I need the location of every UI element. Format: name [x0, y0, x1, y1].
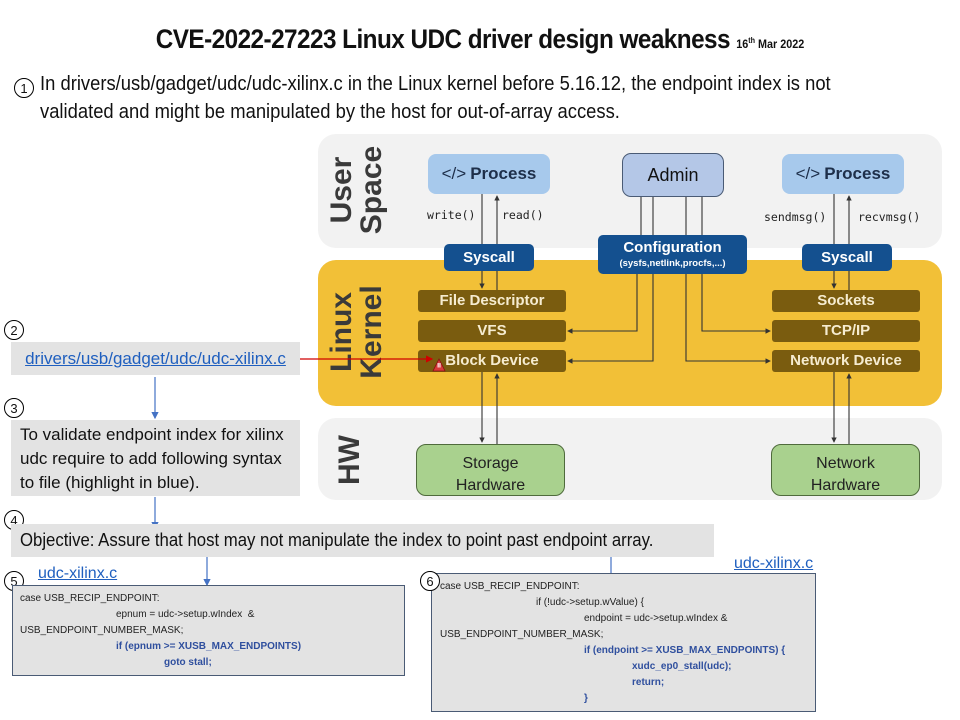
admin-box: Admin [622, 153, 724, 197]
code-line: endpoint = udc->setup.wIndex & [584, 613, 728, 624]
step-6-badge: 6 [420, 571, 440, 591]
write-call: write() [427, 208, 476, 222]
step-3-line1: To validate endpoint index for xilinx [20, 425, 284, 444]
step-1-line-2: validated and might be manipulated by th… [40, 101, 620, 123]
warning-icon [432, 358, 446, 372]
driver-file-link[interactable]: drivers/usb/gadget/udc/udc-xilinx.c [25, 349, 286, 368]
syscall-left: Syscall [444, 244, 534, 271]
code-icon: </> [795, 164, 821, 183]
step-3-box: To validate endpoint index for xilinx ud… [11, 420, 300, 496]
code-line: epnum = udc->setup.wIndex & [116, 609, 255, 620]
process-right-label: Process [824, 164, 891, 183]
user-label-line1: User [325, 156, 358, 224]
code-line: USB_ENDPOINT_NUMBER_MASK; [440, 629, 604, 640]
step-2-badge: 2 [4, 320, 24, 340]
configuration-subtitle: (sysfs,netlink,procfs,...) [619, 258, 726, 269]
configuration-title: Configuration [623, 239, 722, 256]
hw-label: HW [333, 435, 366, 485]
code-line: USB_ENDPOINT_NUMBER_MASK; [20, 625, 184, 636]
tcp-ip-box: TCP/IP [772, 320, 920, 342]
storage-line2: Hardware [455, 477, 526, 494]
step-4-text: Objective: Assure that host may not mani… [20, 530, 654, 550]
process-left-label: Process [470, 164, 537, 183]
recvmsg-call: recvmsg() [858, 210, 921, 224]
code-line: case USB_RECIP_ENDPOINT: [20, 593, 160, 604]
vfs-box: VFS [418, 320, 566, 342]
process-right: </>Process [782, 154, 904, 194]
step-3-line3: to file (highlight in blue). [20, 473, 200, 492]
step-4-box: Objective: Assure that host may not mani… [11, 524, 714, 557]
sockets-box: Sockets [772, 290, 920, 312]
step-5-code-box: case USB_RECIP_ENDPOINT:epnum = udc->set… [12, 585, 405, 676]
step-3-badge: 3 [4, 398, 24, 418]
code-line: if (!udc->setup.wValue) { [536, 597, 644, 608]
code-line: goto stall; [164, 657, 212, 668]
network-device-box: Network Device [772, 350, 920, 372]
storage-hardware-box: Storage Hardware [416, 444, 565, 496]
process-left: </>Process [428, 154, 550, 194]
network-hardware-box: Network Hardware [771, 444, 920, 496]
step-6-file-link[interactable]: udc-xilinx.c [734, 555, 814, 572]
step-1-line-1: In drivers/usb/gadget/udc/udc-xilinx.c i… [40, 73, 831, 95]
step-2-box: drivers/usb/gadget/udc/udc-xilinx.c [11, 342, 300, 375]
code-line: case USB_RECIP_ENDPOINT: [440, 581, 580, 592]
code-line: } [584, 693, 588, 704]
sendmsg-call: sendmsg() [764, 210, 827, 224]
title-text: CVE-2022-27223 Linux UDC driver design w… [155, 24, 731, 54]
network-line1: Network [816, 455, 875, 472]
code-line: if (endpoint >= XUSB_MAX_ENDPOINTS) { [584, 645, 786, 656]
storage-line1: Storage [462, 455, 519, 472]
network-line2: Hardware [810, 477, 881, 494]
block-device-box: Block Device [418, 350, 566, 372]
step-3-line2: udc require to add following syntax [20, 449, 282, 468]
date-suffix: th [748, 36, 756, 45]
slide-title: CVE-2022-27223 Linux UDC driver design w… [48, 24, 912, 55]
step-6-code-box: case USB_RECIP_ENDPOINT:if (!udc->setup.… [431, 573, 816, 712]
file-descriptor-box: File Descriptor [418, 290, 566, 312]
code-line: if (epnum >= XUSB_MAX_ENDPOINTS) [116, 641, 302, 652]
title-date: 16th Mar 2022 [736, 36, 805, 51]
code-icon: </> [441, 164, 467, 183]
code-line: return; [632, 677, 665, 688]
step-5-file-link[interactable]: udc-xilinx.c [38, 565, 118, 582]
code-line: xudc_ep0_stall(udc); [632, 661, 732, 672]
date-day: 16 [736, 37, 749, 51]
syscall-right: Syscall [802, 244, 892, 271]
read-call: read() [502, 208, 544, 222]
date-rest: Mar 2022 [755, 37, 805, 51]
user-label-line2: Space [355, 145, 388, 235]
step-1-badge: 1 [14, 78, 34, 98]
linux-kernel-label: Linux Kernel [325, 272, 388, 392]
configuration-box: Configuration (sysfs,netlink,procfs,...) [598, 235, 747, 274]
user-space-label: User Space [325, 140, 388, 240]
step-1-text: In drivers/usb/gadget/udc/udc-xilinx.c i… [40, 70, 850, 126]
kernel-label-line1: Linux [325, 292, 358, 372]
kernel-label-line2: Kernel [355, 285, 388, 379]
